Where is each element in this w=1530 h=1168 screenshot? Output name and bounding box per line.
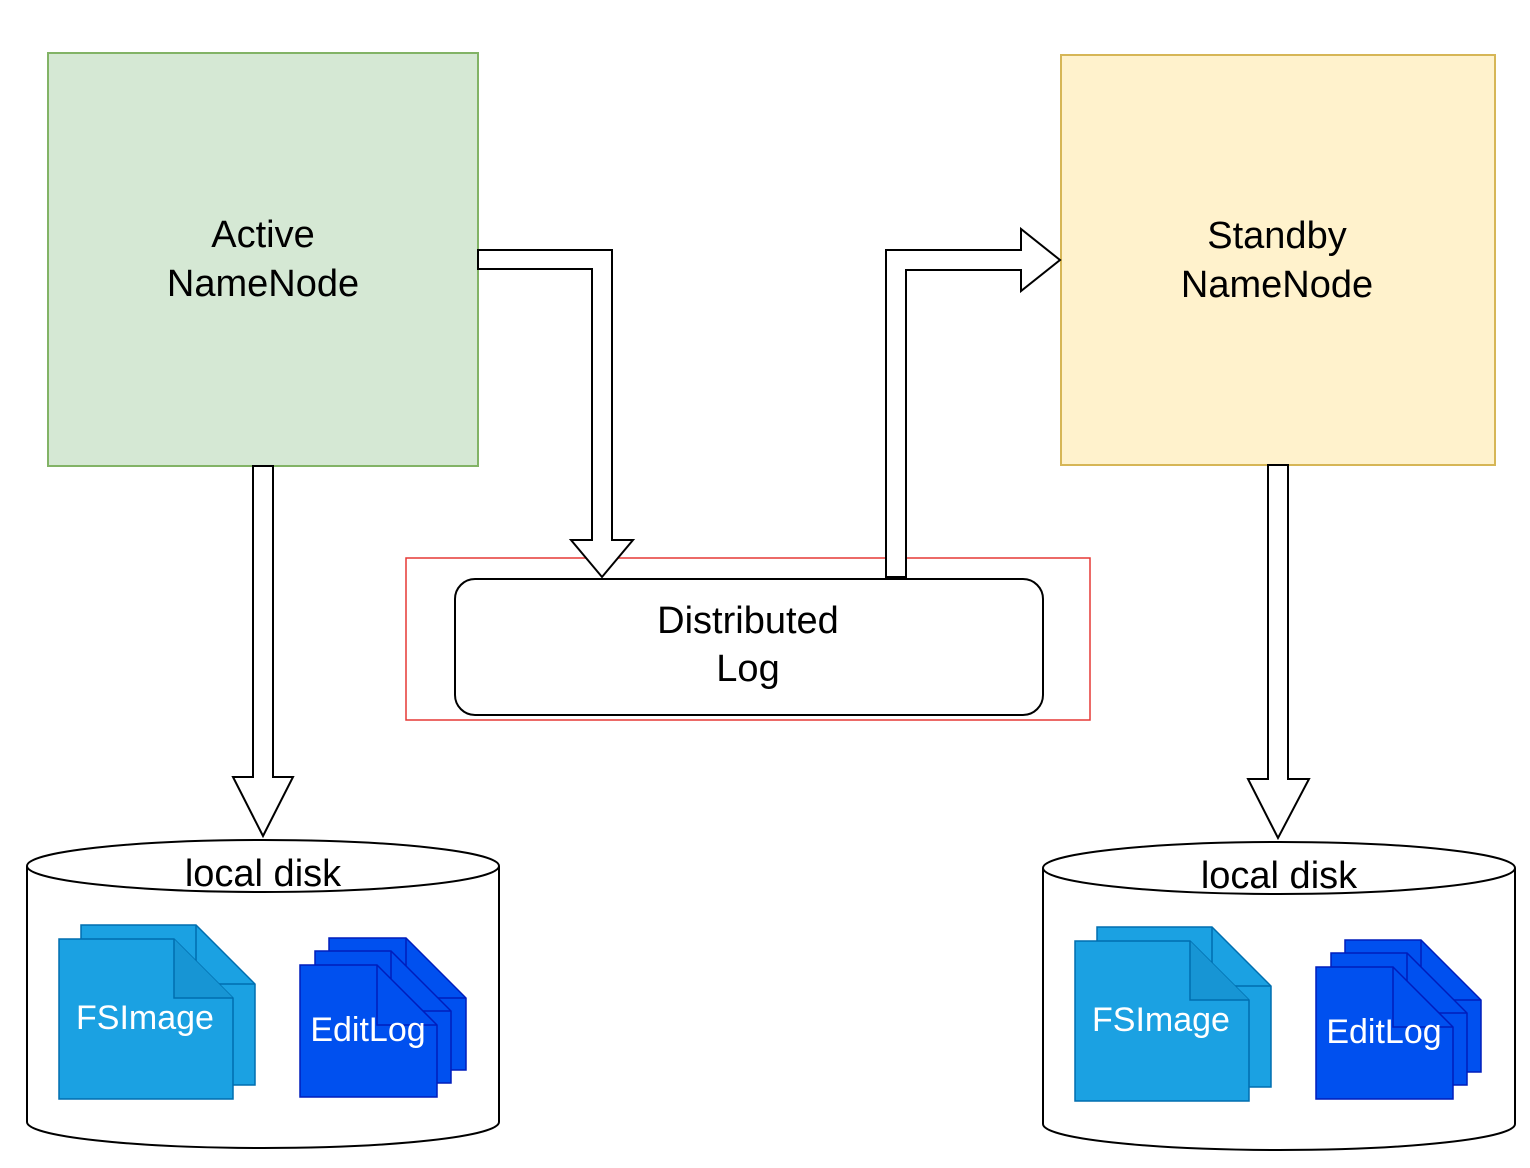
active-namenode: Active NameNode bbox=[47, 52, 479, 467]
distributed-log-line2: Log bbox=[716, 648, 779, 690]
editlog-label-right: EditLog bbox=[1326, 1013, 1441, 1051]
arrow-log-to-standby bbox=[885, 226, 1062, 578]
arrow-active-to-log bbox=[477, 249, 636, 579]
local-disk-left: local disk FSImage EditLog bbox=[26, 839, 500, 1149]
fsimage-icon: FSImage bbox=[58, 924, 256, 1100]
active-namenode-line2: NameNode bbox=[167, 263, 359, 305]
fsimage-label-right: FSImage bbox=[1092, 1001, 1230, 1039]
standby-namenode-line2: NameNode bbox=[1181, 264, 1373, 306]
local-disk-right: local disk FSImage EditLog bbox=[1042, 841, 1516, 1151]
fsimage-label-left: FSImage bbox=[76, 999, 214, 1037]
active-namenode-line1: Active bbox=[211, 214, 314, 256]
local-disk-left-label: local disk bbox=[185, 853, 342, 895]
arrow-standby-to-disk bbox=[1246, 464, 1311, 841]
local-disk-right-label: local disk bbox=[1201, 855, 1358, 897]
editlog-icon: EditLog bbox=[299, 937, 467, 1098]
distributed-log-line1: Distributed bbox=[657, 600, 839, 642]
distributed-log-highlight bbox=[405, 557, 1091, 721]
distributed-log: Distributed Log bbox=[454, 578, 1044, 716]
editlog-icon: EditLog bbox=[1315, 939, 1482, 1100]
standby-namenode: Standby NameNode bbox=[1060, 54, 1496, 466]
standby-namenode-line1: Standby bbox=[1207, 215, 1346, 257]
arrow-active-to-disk bbox=[231, 465, 295, 839]
editlog-label-left: EditLog bbox=[310, 1011, 425, 1049]
fsimage-icon: FSImage bbox=[1074, 926, 1272, 1102]
